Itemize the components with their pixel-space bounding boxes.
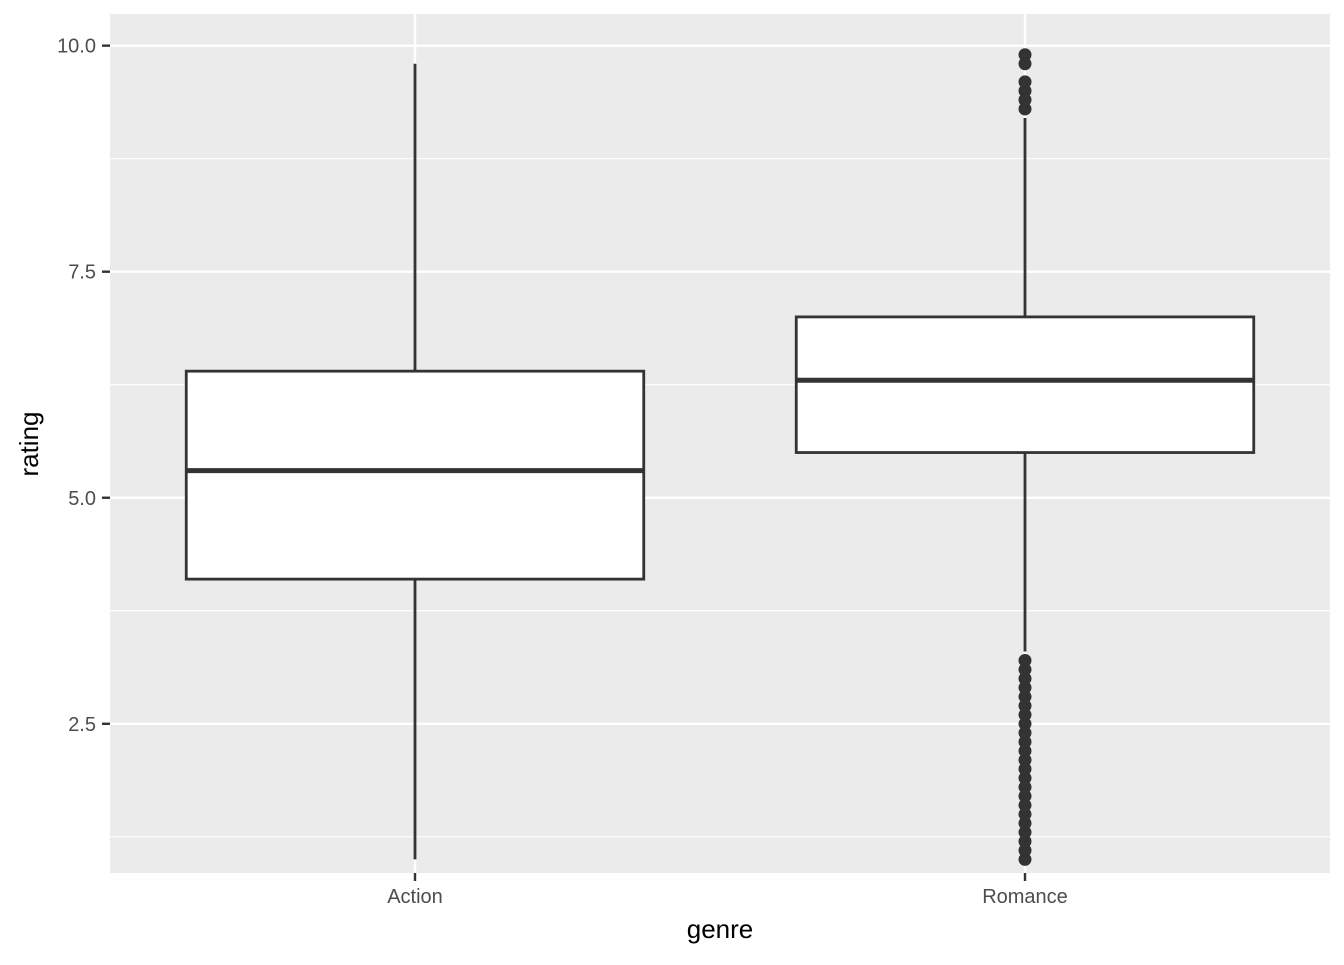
outlier-point <box>1018 75 1032 89</box>
x-tick-label: Action <box>387 886 443 908</box>
y-tick-label: 10.0 <box>57 36 96 58</box>
x-axis-title: genre <box>687 914 754 944</box>
outlier-point <box>1018 663 1032 677</box>
outlier-point <box>1018 48 1032 62</box>
iqr-box <box>794 315 1256 454</box>
outlier-point <box>1018 57 1032 71</box>
outlier-point <box>1018 93 1032 107</box>
outlier-point <box>1018 690 1032 704</box>
outlier-point <box>1018 825 1032 839</box>
outlier-point <box>1018 780 1032 794</box>
outlier-point <box>1018 852 1032 866</box>
y-tick-label: 5.0 <box>68 488 96 510</box>
outlier-point <box>1018 735 1032 749</box>
outlier-point <box>1018 807 1032 821</box>
outlier-point <box>1018 771 1032 785</box>
outlier-point <box>1018 753 1032 767</box>
outlier-point <box>1018 672 1032 686</box>
y-tick-label: 7.5 <box>68 262 96 284</box>
outlier-point <box>1018 102 1032 116</box>
outlier-point <box>1018 726 1032 740</box>
outlier-point <box>1018 84 1032 98</box>
outlier-point <box>1018 699 1032 713</box>
y-axis: 2.5 5.0 7.5 10.0 <box>57 36 110 736</box>
outlier-point <box>1018 708 1032 722</box>
x-tick-label: Romance <box>982 886 1068 908</box>
outlier-point <box>1018 654 1032 668</box>
x-axis: Action Romance <box>387 873 1068 908</box>
outlier-point <box>1018 789 1032 803</box>
y-axis-title: rating <box>14 411 44 476</box>
outlier-point <box>1018 762 1032 776</box>
outlier-point <box>1018 816 1032 830</box>
outlier-point <box>1018 834 1032 848</box>
box-action <box>184 63 646 860</box>
outlier-point <box>1018 843 1032 857</box>
outlier-point <box>1018 681 1032 695</box>
y-tick-label: 2.5 <box>68 714 96 736</box>
box-group <box>184 48 1256 866</box>
iqr-box <box>184 369 646 581</box>
outlier-point <box>1018 744 1032 758</box>
outlier-point <box>1018 717 1032 731</box>
box-romance <box>794 48 1256 866</box>
outlier-point <box>1018 798 1032 812</box>
